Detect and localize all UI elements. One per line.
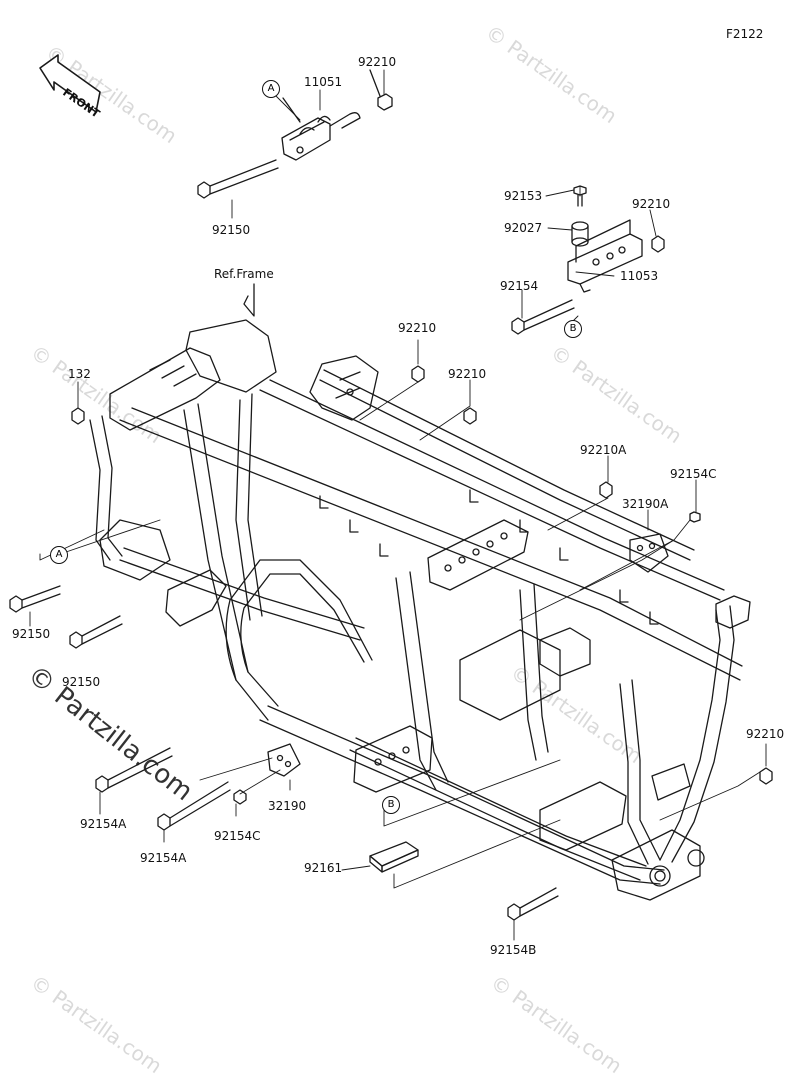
part-92154B[interactable]: 92154B xyxy=(490,943,537,957)
part-92210-b[interactable]: 92210 xyxy=(632,197,671,211)
part-92154A-1[interactable]: 92154A xyxy=(80,817,127,831)
part-92150-left1[interactable]: 92150 xyxy=(12,627,51,641)
part-92150-left2[interactable]: 92150 xyxy=(62,675,101,689)
part-92154C-bottom[interactable]: 92154C xyxy=(214,829,261,843)
part-132[interactable]: 132 xyxy=(68,367,91,381)
part-32190[interactable]: 32190 xyxy=(268,799,307,813)
collar-92027 xyxy=(571,221,589,247)
callout-a-left: A xyxy=(50,546,68,564)
part-92161[interactable]: 92161 xyxy=(304,861,343,875)
part-92210-mid2[interactable]: 92210 xyxy=(448,367,487,381)
frame-main xyxy=(89,319,751,901)
part-32190A[interactable]: 32190A xyxy=(622,497,669,511)
part-11053[interactable]: 11053 xyxy=(620,269,659,283)
part-92154A-2[interactable]: 92154A xyxy=(140,851,187,865)
nut-132 xyxy=(71,407,85,425)
part-92210A[interactable]: 92210A xyxy=(580,443,627,457)
bolt-92150-l1 xyxy=(9,585,61,613)
nut-92210A xyxy=(599,481,613,499)
part-92150-top[interactable]: 92150 xyxy=(212,223,251,237)
callout-b-top: B xyxy=(564,320,582,338)
part-92154[interactable]: 92154 xyxy=(500,279,539,293)
bolt-92154B xyxy=(507,887,559,921)
bolt-92154A-2 xyxy=(157,781,231,831)
frame-drawing: FRONT xyxy=(9,54,773,941)
part-92153[interactable]: 92153 xyxy=(504,189,543,203)
bolt-92154C-b xyxy=(233,789,247,805)
bracket-32190A xyxy=(629,533,669,573)
callout-b-bottom: B xyxy=(382,796,400,814)
nut-92210-top xyxy=(377,93,393,111)
part-92210-mid1[interactable]: 92210 xyxy=(398,321,437,335)
nut-92210-mid1 xyxy=(411,365,425,383)
bolt-92154-upper xyxy=(511,299,575,335)
ref-frame-label: Ref.Frame xyxy=(214,267,274,281)
figure-code: F2122 xyxy=(726,27,764,41)
bracket-11053 xyxy=(567,219,643,293)
nut-92210-r xyxy=(759,767,773,785)
bolt-92150-l2 xyxy=(69,615,123,649)
part-92154C-right[interactable]: 92154C xyxy=(670,467,717,481)
part-92027[interactable]: 92027 xyxy=(504,221,543,235)
bracket-11051 xyxy=(281,112,361,161)
part-92210-top[interactable]: 92210 xyxy=(358,55,397,69)
part-11051[interactable]: 11051 xyxy=(304,75,343,89)
bracket-32190 xyxy=(267,743,301,777)
part-92210-right[interactable]: 92210 xyxy=(746,727,785,741)
front-arrow-icon xyxy=(39,54,101,113)
bolt-92154A-1 xyxy=(95,747,173,793)
bolt-92154C-r xyxy=(689,511,701,523)
bolt-92150-top xyxy=(197,159,279,199)
nut-92210-b xyxy=(651,235,665,253)
callout-a-top: A xyxy=(262,80,280,98)
nut-92210-mid2 xyxy=(463,407,477,425)
pad-92161 xyxy=(369,841,419,873)
parts-diagram: © Partzilla.com © Partzilla.com © Partzi… xyxy=(9,20,785,1078)
